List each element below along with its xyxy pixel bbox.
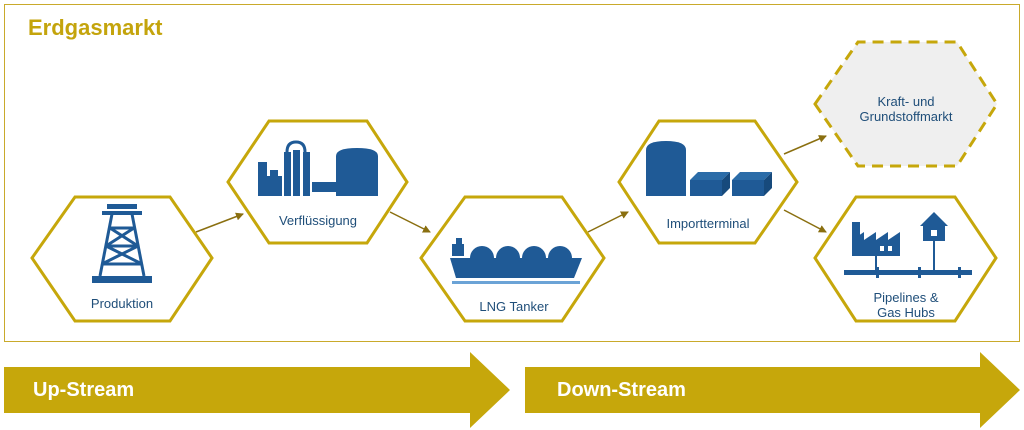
hex-pipelines	[813, 195, 998, 323]
label-kraft-grundstoffmarkt: Kraft- und Grundstoffmarkt	[859, 94, 953, 124]
hex-produktion	[30, 195, 214, 323]
connector-produktion-verfluessigung	[195, 212, 244, 233]
terminal-icon	[646, 141, 772, 196]
connector-verfluessigung-lng	[389, 211, 431, 233]
label-up-stream: Up-Stream	[33, 379, 135, 401]
connector-importterminal-pipelines	[783, 209, 827, 233]
label-verfluessigung: Verflüssigung	[278, 213, 358, 228]
connector-lng-importterminal	[587, 211, 629, 233]
label-pipelines-gas-hubs: Pipelines & Gas Hubs	[873, 290, 939, 320]
label-lng-tanker: LNG Tanker	[479, 299, 549, 314]
diagram-frame	[4, 4, 1020, 342]
label-down-stream: Down-Stream	[557, 379, 686, 401]
ship-icon	[450, 238, 582, 284]
upstream-arrow	[4, 352, 510, 428]
label-importterminal: Importterminal	[666, 216, 750, 231]
diagram-title: Erdgasmarkt	[28, 15, 163, 40]
connector-importterminal-kraft	[783, 135, 827, 155]
hex-kraft-dashed	[813, 40, 999, 168]
downstream-arrow	[525, 352, 1020, 428]
plant-icon	[258, 140, 378, 196]
label-produktion: Produktion	[90, 296, 154, 311]
connectors	[195, 135, 827, 233]
factory-house-icon	[844, 212, 972, 278]
derrick-icon	[92, 204, 152, 283]
